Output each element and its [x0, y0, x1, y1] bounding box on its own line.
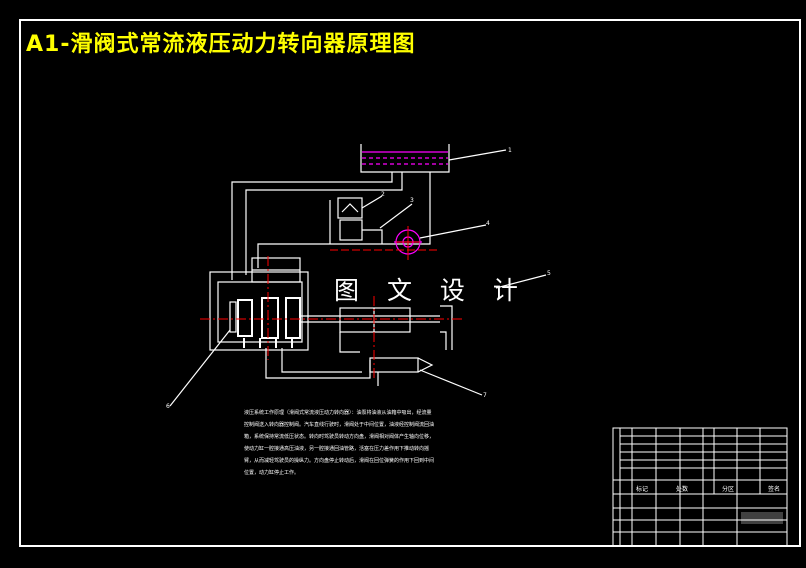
relief-valve: [339, 219, 363, 241]
power-cylinder: [339, 307, 411, 333]
part-label-5: 5: [547, 270, 551, 277]
leader-line: [361, 195, 383, 209]
flow-control-valve: [337, 197, 363, 219]
leader-line: [495, 274, 547, 289]
drain-pipe: [339, 332, 360, 353]
lower-pipe-inner: [281, 348, 362, 373]
title-block-header: 分区: [722, 486, 735, 493]
title-block-header: 签名: [768, 486, 781, 493]
control-valve-inner: [217, 281, 303, 343]
spool-right: [285, 297, 301, 339]
title-block-header: 标记: [636, 486, 649, 493]
spool-mid: [261, 297, 279, 339]
part-label-3: 3: [410, 197, 414, 204]
bottom-valve: [369, 357, 419, 373]
output-shaft: [300, 315, 440, 323]
leader-line: [419, 224, 487, 239]
watermark: 图 文 设 计: [334, 276, 528, 305]
cylinder-bracket: [440, 305, 453, 350]
part-label-4: 4: [486, 220, 490, 227]
leader-line: [448, 149, 507, 161]
spool-end: [229, 301, 237, 333]
oil-reservoir: [360, 144, 450, 173]
leader-line: [379, 203, 413, 229]
supply-pipe-inner: [245, 172, 403, 275]
technical-notes: 液压系统工作原理（滑阀式常流液压动力转向器）：油泵将油液从油箱中吸出，经流量控制…: [244, 410, 435, 476]
part-label-7: 7: [483, 392, 487, 399]
leader-line: [169, 329, 231, 407]
drawing-frame: [19, 19, 801, 547]
part-label-6: 6: [166, 403, 170, 410]
part-label-2: 2: [381, 191, 385, 198]
leader-line: [419, 369, 483, 396]
part-label-1: 1: [508, 147, 512, 154]
drawing-title: A1-滑阀式常流液压动力转向器原理图: [26, 32, 416, 57]
pipe-to-pump: [329, 200, 383, 244]
title-block-header: 处数: [676, 486, 689, 493]
title-block: [612, 427, 788, 547]
return-line: [257, 172, 431, 268]
spool-left: [237, 299, 253, 337]
part-name-box: [741, 512, 783, 524]
spool-ports: [243, 338, 293, 348]
control-valve-body: [209, 271, 309, 351]
supply-pipe-outer: [231, 172, 393, 280]
valve-symbol: [341, 203, 359, 213]
